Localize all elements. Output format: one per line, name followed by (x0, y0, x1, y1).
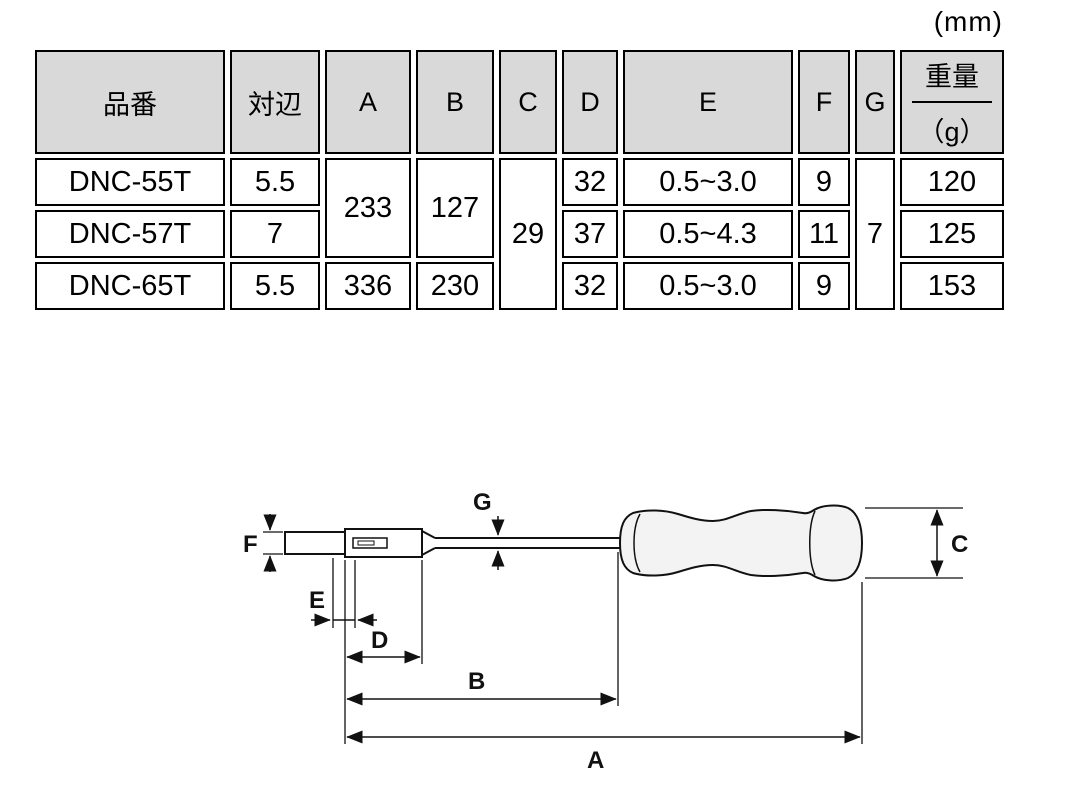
cell-d-r3: 32 (562, 262, 618, 310)
label-c: C (951, 531, 968, 558)
cell-flats-r2: 7 (230, 210, 320, 258)
table-row: DNC-65T 5.5 336 230 32 0.5~3.0 9 153 (35, 262, 1004, 310)
socket-tip (284, 531, 346, 555)
cell-a-r1r2: 233 (325, 158, 411, 258)
shaft (435, 537, 620, 549)
cell-e-r1: 0.5~3.0 (623, 158, 793, 206)
cell-f-r3: 9 (798, 262, 850, 310)
handle-contour-front (633, 513, 641, 573)
cell-weight-r3: 153 (900, 262, 1004, 310)
col-header-part: 品番 (35, 50, 225, 154)
label-f: F (243, 531, 258, 558)
col-header-d: D (562, 50, 618, 154)
extension-lines (263, 507, 963, 744)
dimension-lines (263, 509, 944, 744)
socket-window (352, 537, 388, 549)
cell-e-r2: 0.5~4.3 (623, 210, 793, 258)
col-header-f: F (798, 50, 850, 154)
weight-unit: （g） (917, 117, 987, 147)
col-header-e: E (623, 50, 793, 154)
weight-label: 重量 (912, 55, 992, 103)
label-a: A (587, 747, 604, 774)
cell-c-all: 29 (499, 158, 557, 310)
col-header-c: C (499, 50, 557, 154)
unit-label: (mm) (933, 6, 1003, 37)
handle (618, 504, 864, 582)
col-header-flats: 対辺 (230, 50, 320, 154)
col-header-g: G (855, 50, 895, 154)
cell-weight-r1: 120 (900, 158, 1004, 206)
cell-f-r1: 9 (798, 158, 850, 206)
cell-e-r3: 0.5~3.0 (623, 262, 793, 310)
label-g: G (473, 489, 492, 516)
socket-body (344, 528, 423, 558)
cell-part-dnc57t: DNC-57T (35, 210, 225, 258)
col-header-b: B (416, 50, 494, 154)
cell-b-r3: 230 (416, 262, 494, 310)
cell-part-dnc65t: DNC-65T (35, 262, 225, 310)
tool-drawing (284, 504, 864, 582)
shaft-taper (421, 530, 436, 556)
socket-window-inner (357, 540, 375, 546)
cell-flats-r1: 5.5 (230, 158, 320, 206)
dimension-labels: F G C E D B A (243, 489, 968, 774)
cell-b-r1r2: 127 (416, 158, 494, 258)
table-row: DNC-57T 7 37 0.5~4.3 11 125 (35, 210, 1004, 258)
label-d: D (371, 627, 388, 654)
cell-d-r2: 37 (562, 210, 618, 258)
cell-f-r2: 11 (798, 210, 850, 258)
label-b: B (468, 668, 485, 695)
cell-a-r3: 336 (325, 262, 411, 310)
label-e: E (309, 587, 325, 614)
cell-weight-r2: 125 (900, 210, 1004, 258)
cell-g-all: 7 (855, 158, 895, 310)
table-row: DNC-55T 5.5 233 127 29 32 0.5~3.0 9 7 12… (35, 158, 1004, 310)
header-row: 品番 対辺 A B C D E F G 重量 （g） (35, 50, 1004, 154)
col-header-a: A (325, 50, 411, 154)
dimension-diagram: F G C E D B A (243, 489, 968, 774)
col-header-weight: 重量 （g） (900, 50, 1004, 154)
cell-d-r1: 32 (562, 158, 618, 206)
cell-flats-r3: 5.5 (230, 262, 320, 310)
handle-contour-rear (809, 510, 816, 576)
spec-table: 品番 対辺 A B C D E F G 重量 （g） DNC-55T 5.5 2… (30, 46, 1009, 314)
cell-part-dnc55t: DNC-55T (35, 158, 225, 206)
